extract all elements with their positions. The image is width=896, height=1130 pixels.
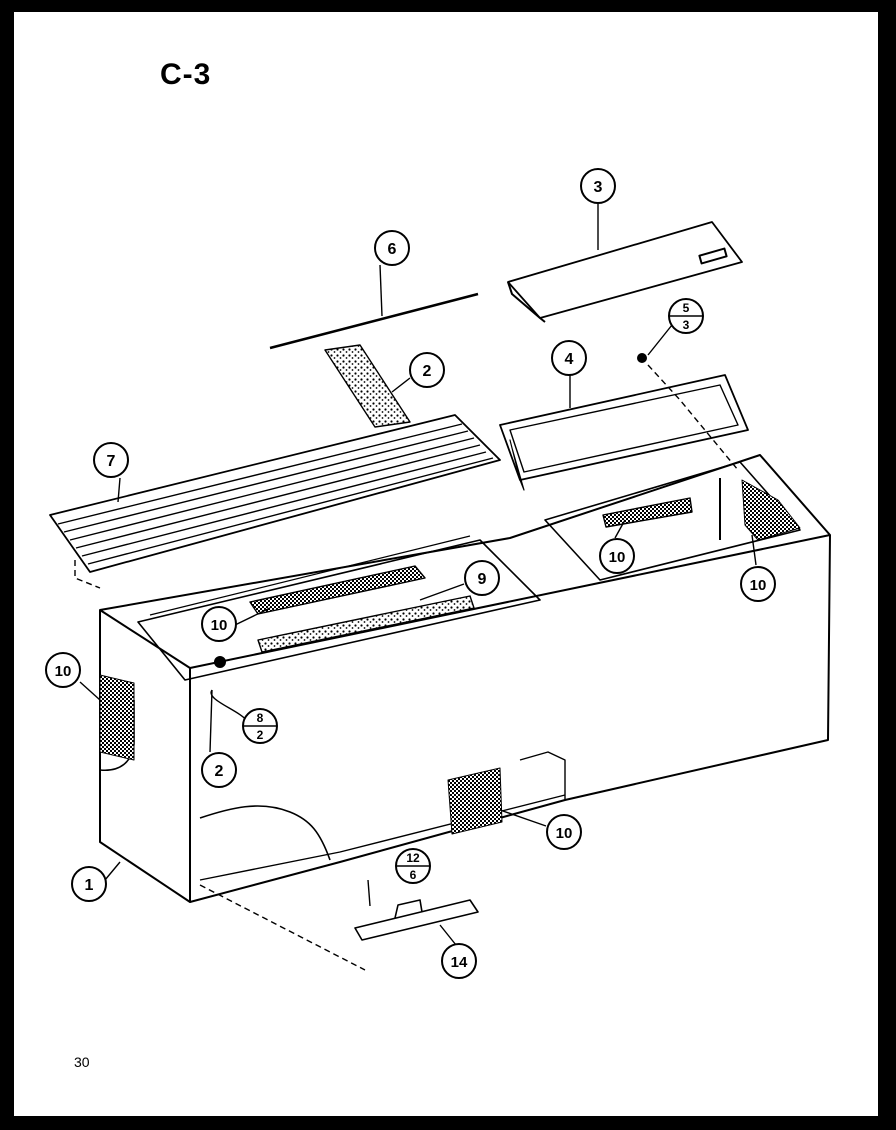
svg-text:10: 10	[750, 577, 767, 594]
leader-dashed-bracket	[199, 884, 366, 971]
svg-text:2: 2	[423, 363, 432, 380]
svg-text:1: 1	[85, 877, 94, 894]
callout-fraction-5-3: 5 3	[668, 298, 704, 334]
screw-8-2	[214, 656, 226, 668]
callout-10-left-side: 10	[45, 652, 81, 688]
svg-text:2: 2	[215, 763, 224, 780]
page-number: 30	[74, 1054, 90, 1070]
insulation-foam-block	[324, 344, 411, 428]
leader-dashed-screw	[647, 364, 739, 471]
svg-text:2: 2	[257, 728, 264, 742]
svg-text:14: 14	[451, 954, 468, 971]
callout-3: 3	[580, 168, 616, 204]
svg-text:9: 9	[478, 571, 487, 588]
svg-text:12: 12	[406, 851, 420, 865]
filter-left-side	[99, 674, 135, 761]
filter-top-left	[249, 565, 426, 615]
svg-text:5: 5	[683, 301, 690, 315]
svg-text:3: 3	[594, 179, 603, 196]
filter-corner	[741, 479, 801, 541]
svg-text:4: 4	[565, 351, 574, 368]
filter-top-right	[602, 497, 693, 528]
callout-labels: 3 6 2 4 7 9 10 10	[45, 168, 776, 979]
callout-2-lower: 2	[201, 752, 237, 788]
mounting-bracket	[354, 899, 479, 941]
callout-10-front: 10	[546, 814, 582, 850]
control-door	[507, 221, 743, 323]
callout-4: 4	[551, 340, 587, 376]
callout-7: 7	[93, 442, 129, 478]
hinge-rod	[269, 292, 479, 350]
discharge-grille	[49, 414, 501, 573]
callout-10-top-right: 10	[599, 538, 635, 574]
svg-text:6: 6	[388, 241, 397, 258]
svg-text:10: 10	[211, 617, 228, 634]
callout-1: 1	[71, 866, 107, 902]
svg-text:10: 10	[609, 549, 626, 566]
svg-text:10: 10	[556, 825, 573, 842]
svg-text:6: 6	[410, 868, 417, 882]
leader-dashed-grille	[74, 560, 101, 589]
control-box-frame	[499, 374, 749, 491]
bracket-screw	[367, 879, 371, 907]
filter-front	[447, 767, 503, 835]
callout-10-corner: 10	[740, 566, 776, 602]
seal-strip	[257, 595, 475, 653]
svg-text:8: 8	[257, 711, 264, 725]
callout-2-upper: 2	[409, 352, 445, 388]
front-cutout-edge	[199, 805, 331, 861]
callout-10-top-left: 10	[201, 606, 237, 642]
callout-6: 6	[374, 230, 410, 266]
diagram-title: C-3	[160, 58, 212, 91]
callout-14: 14	[441, 943, 477, 979]
svg-text:10: 10	[55, 663, 72, 680]
callout-9: 9	[464, 560, 500, 596]
svg-text:3: 3	[683, 318, 690, 332]
leader-lines	[79, 204, 757, 946]
screw-5-3	[637, 353, 647, 363]
svg-text:7: 7	[107, 453, 116, 470]
callout-fraction-12-6: 12 6	[395, 848, 431, 884]
callout-fraction-8-2: 8 2	[242, 708, 278, 744]
